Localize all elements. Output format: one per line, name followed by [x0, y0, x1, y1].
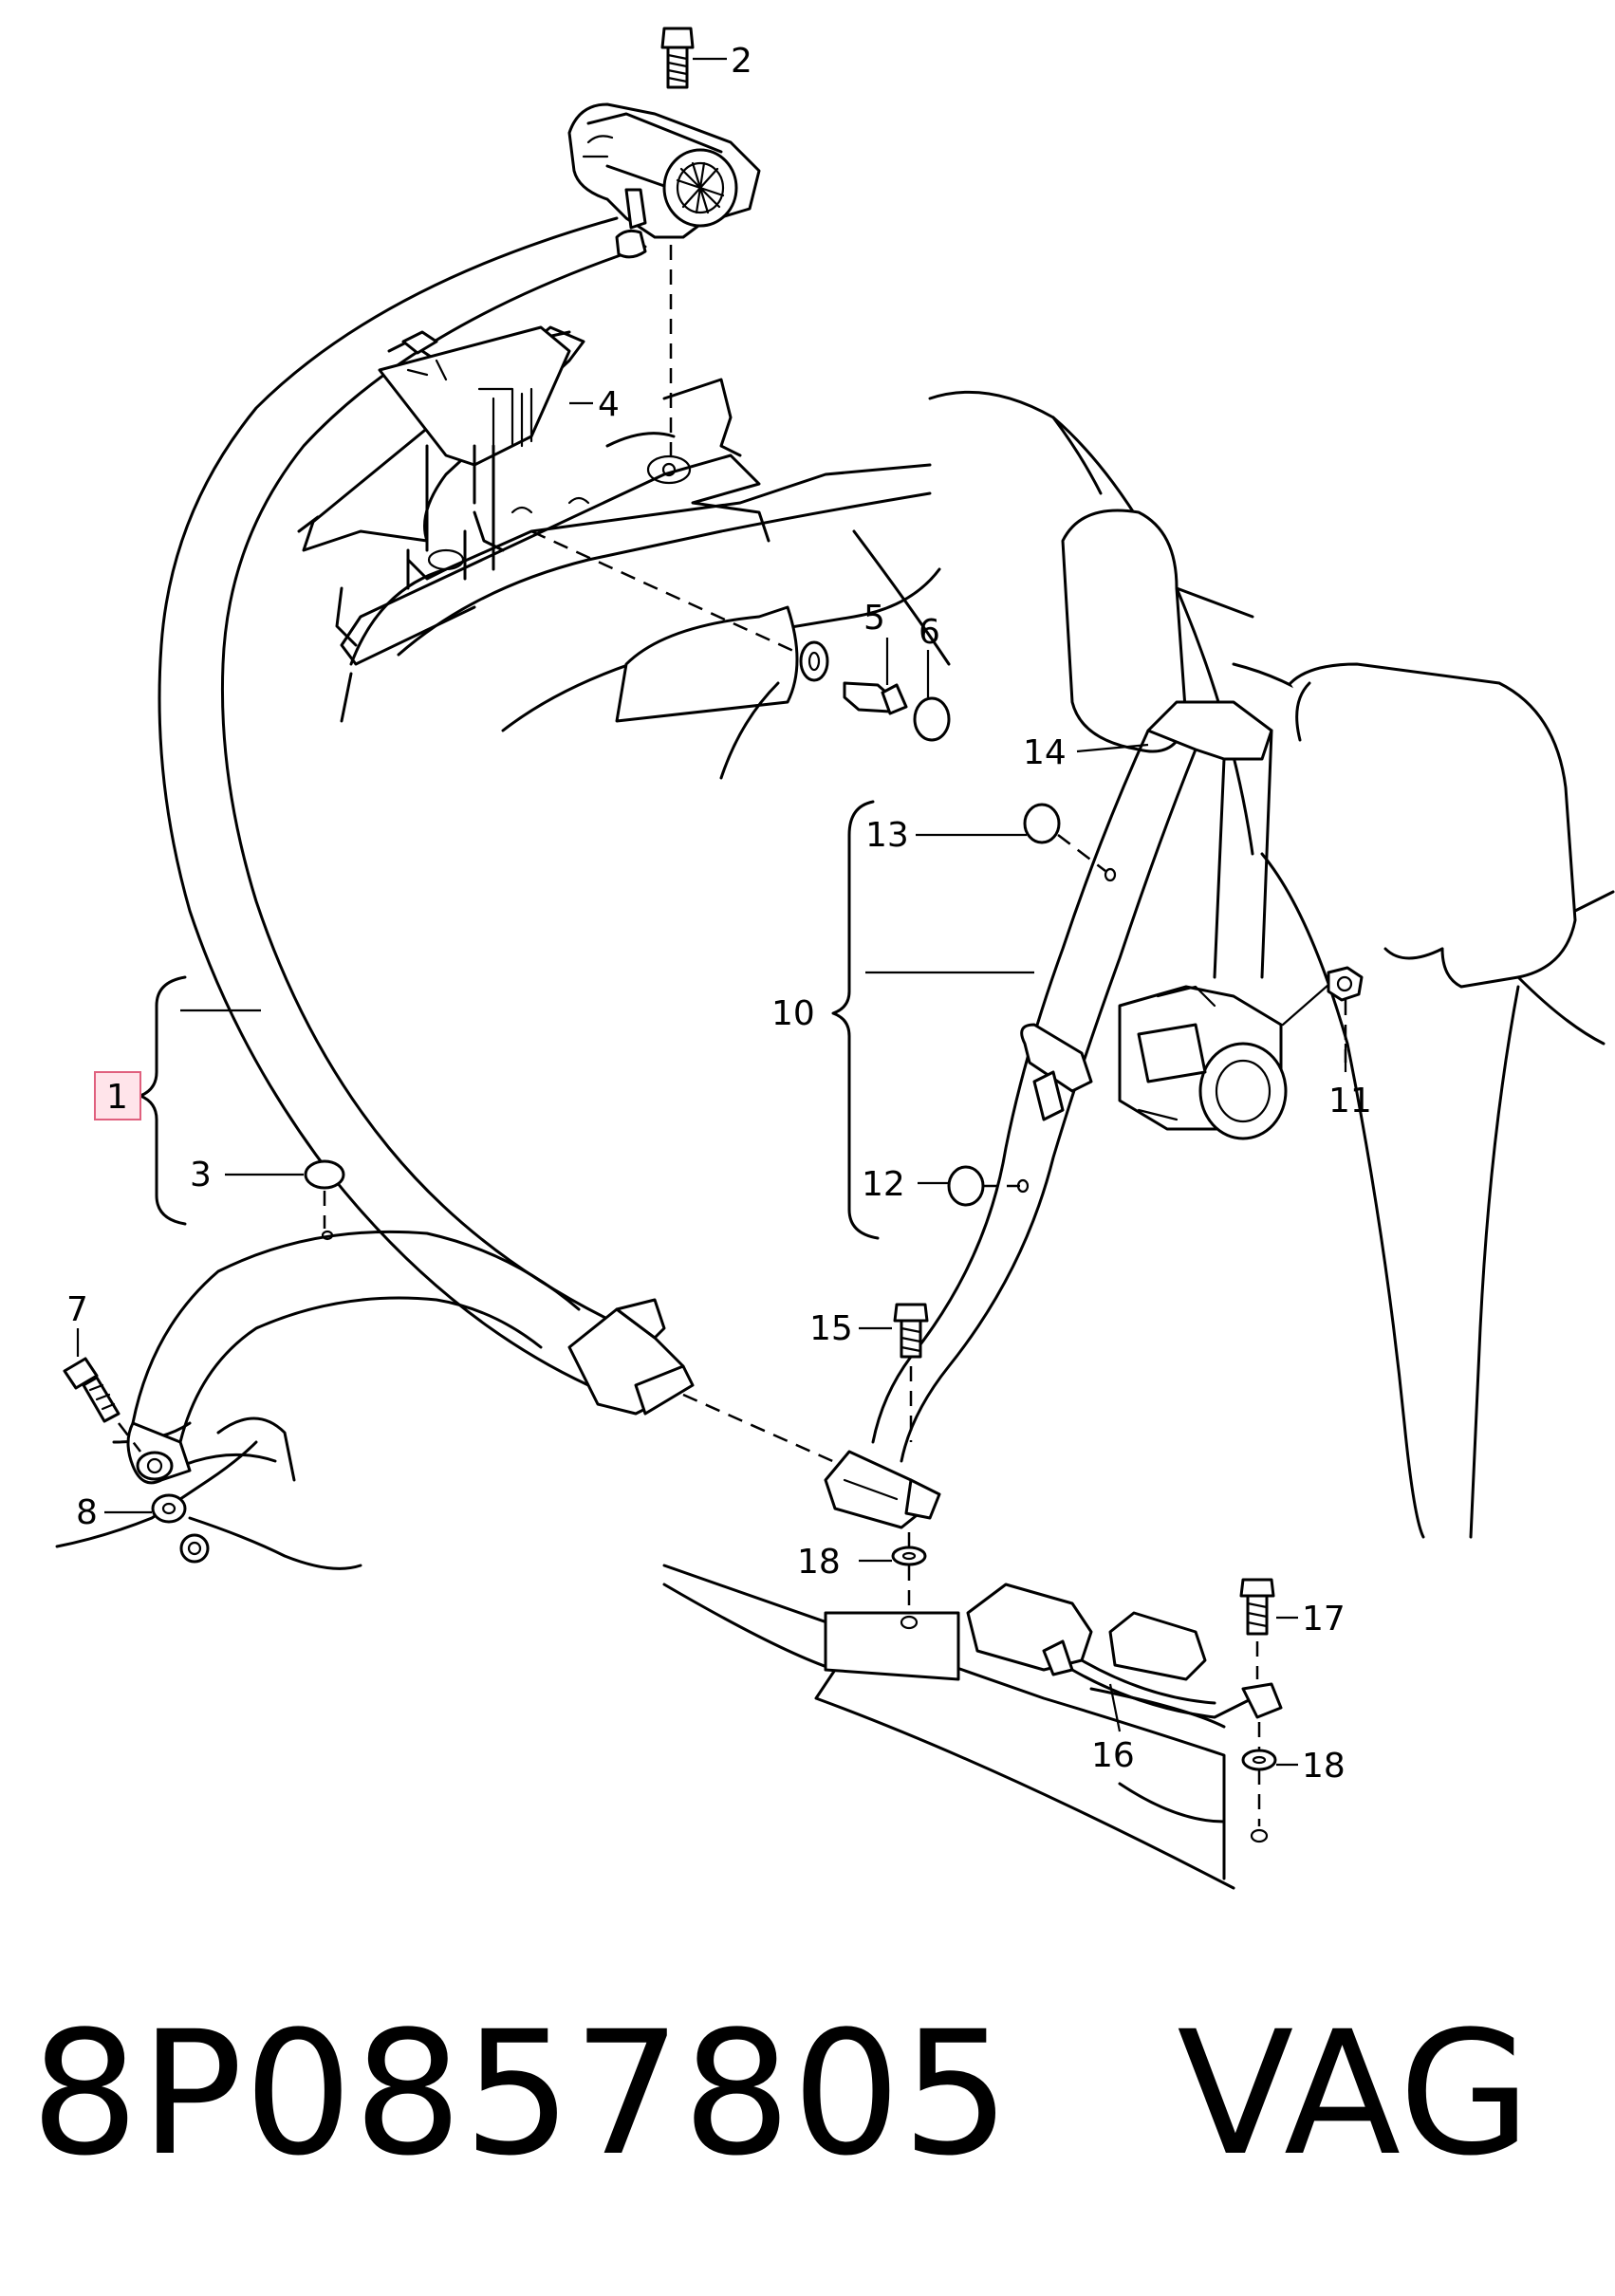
- cap-13-icon: [1023, 803, 1117, 882]
- rear-belt-webbing: [871, 700, 1273, 1463]
- callout-1-highlight: [94, 1071, 141, 1120]
- bracket-group-10: [831, 800, 1034, 1240]
- callout-14[interactable]: 14: [1023, 733, 1067, 772]
- label-gap: [1012, 1995, 1178, 2194]
- dash-pillar-to-bolt5: [530, 529, 803, 657]
- shoulder-belt-webbing: [158, 216, 647, 1387]
- belt-guide-4: [297, 325, 585, 552]
- body-panel-outlines: [55, 390, 1615, 1890]
- part-number: 8P0857805: [30, 1995, 1012, 2194]
- callout-4[interactable]: 4: [598, 385, 620, 424]
- nut-11-icon: [1281, 966, 1364, 1063]
- callout-11[interactable]: 11: [1328, 1082, 1372, 1120]
- callout-6[interactable]: 6: [919, 613, 940, 652]
- callout-2[interactable]: 2: [731, 42, 752, 81]
- cap-3-icon: [304, 1159, 345, 1241]
- lower-anchor-plate: [824, 1450, 941, 1529]
- callout-7[interactable]: 7: [66, 1290, 88, 1329]
- washer-18b-icon: [1241, 1722, 1277, 1843]
- part-number-label: 8P0857805 VAG: [30, 2009, 1531, 2180]
- inertia-reel-retractor: [1118, 985, 1288, 1140]
- callout-3[interactable]: 3: [190, 1156, 212, 1194]
- callout-16[interactable]: 16: [1091, 1736, 1135, 1775]
- lap-belt-left: [126, 1230, 581, 1485]
- buckle-16: [966, 1583, 1283, 1719]
- height-adjuster-motor: [567, 102, 761, 259]
- callout-17[interactable]: 17: [1302, 1600, 1346, 1639]
- callout-8[interactable]: 8: [76, 1493, 98, 1532]
- brand-name: VAG: [1177, 1995, 1532, 2194]
- callout-5[interactable]: 5: [863, 599, 885, 638]
- cap-6-icon: [913, 696, 951, 742]
- callout-18b[interactable]: 18: [1302, 1747, 1346, 1786]
- bolt-15-icon: [893, 1303, 929, 1442]
- washer-8-icon: [151, 1493, 210, 1564]
- dash-latch-to-buckle: [682, 1393, 855, 1472]
- callout-15[interactable]: 15: [809, 1309, 853, 1348]
- bolt-2-icon: [660, 27, 695, 89]
- callout-12[interactable]: 12: [862, 1165, 905, 1204]
- washer-18a-icon: [891, 1532, 927, 1630]
- latch-plate: [567, 1298, 695, 1416]
- callout-leaders: [76, 57, 1347, 1767]
- pillar-bracket: [335, 378, 770, 666]
- cap-12-icon: [947, 1165, 1030, 1207]
- callout-10[interactable]: 10: [771, 994, 815, 1033]
- bolt-7-icon: [63, 1357, 141, 1453]
- bolt-5-icon: [799, 640, 908, 715]
- callout-1[interactable]: 1: [106, 1078, 128, 1117]
- callout-18a[interactable]: 18: [797, 1543, 841, 1582]
- bolt-17-icon: [1239, 1578, 1275, 1679]
- callout-13[interactable]: 13: [865, 816, 909, 855]
